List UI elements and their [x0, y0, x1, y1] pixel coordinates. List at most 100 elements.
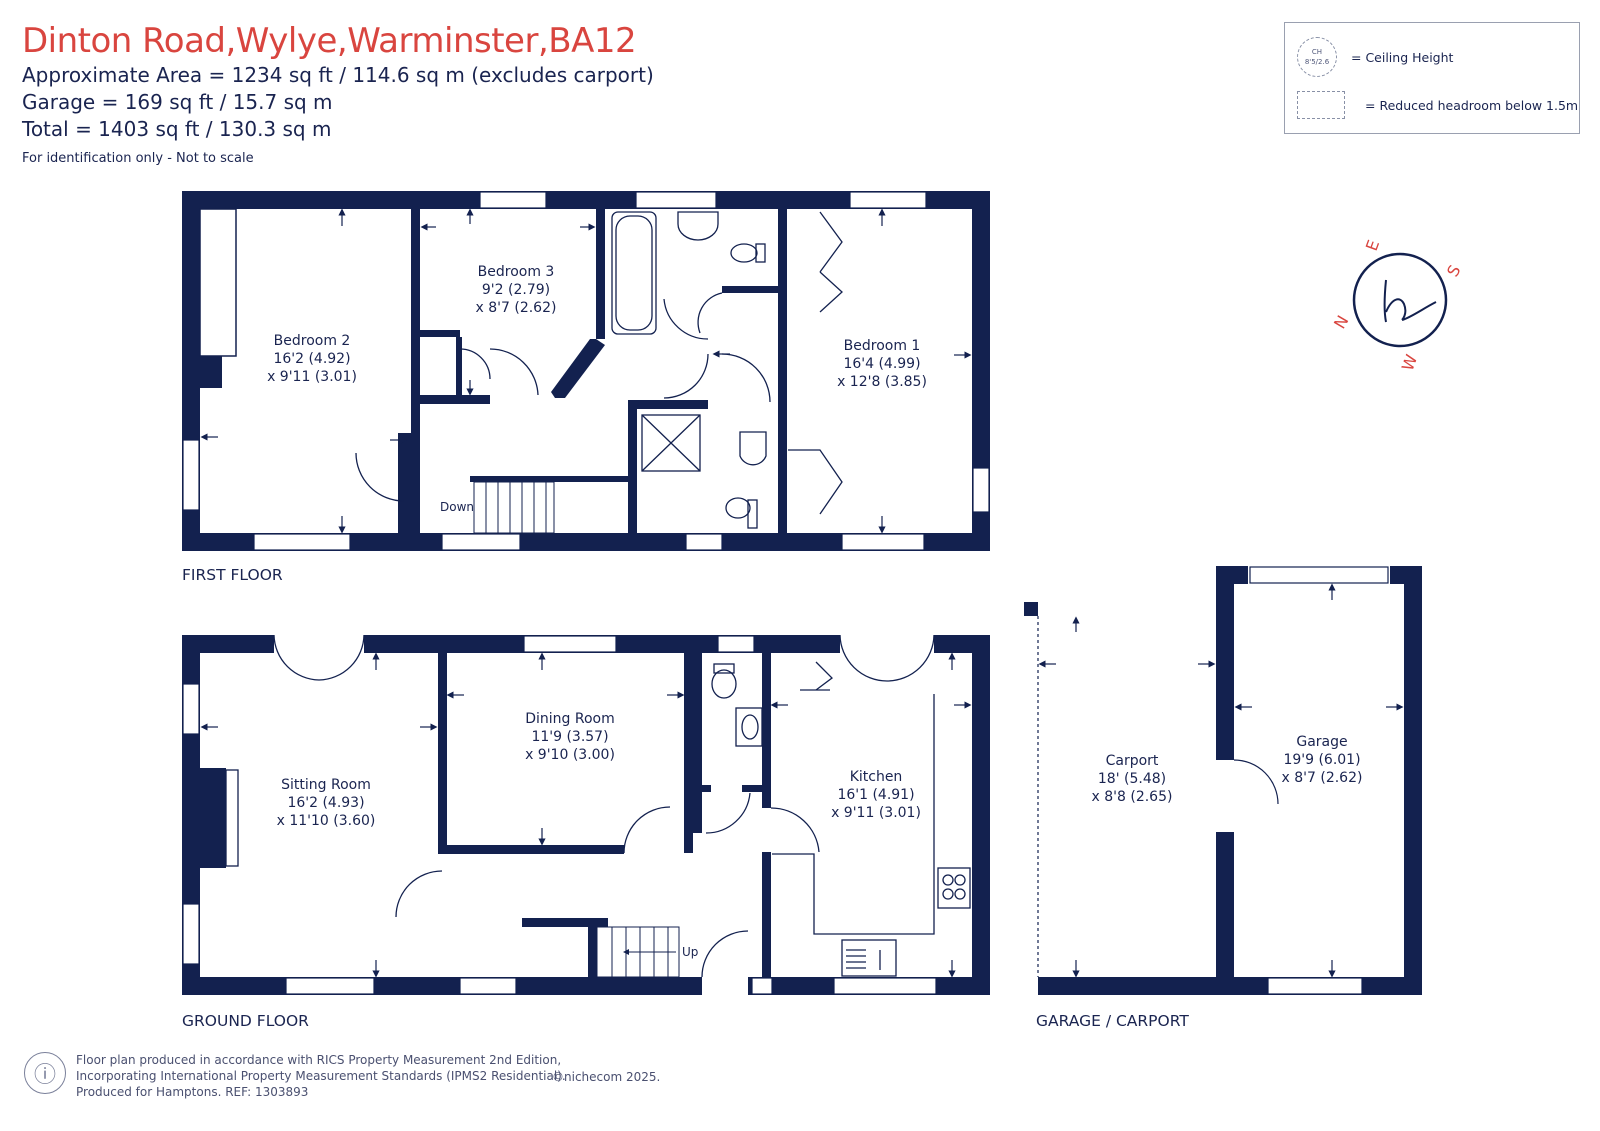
ff-wall-diag — [551, 339, 605, 398]
gf-fixtures — [225, 634, 971, 978]
sitting-name: Sitting Room — [281, 777, 371, 793]
footer-line-2: Incorporating International Property Mea… — [76, 1069, 566, 1083]
gf-windows — [182, 635, 937, 995]
compass-s: S — [1443, 262, 1465, 280]
gf-toilet-icon — [711, 669, 737, 699]
sitting-dim2: x 11'10 (3.60) — [277, 813, 376, 829]
ff-wall-bed3-bottom — [420, 395, 490, 404]
ff-wardrobe-block — [200, 356, 222, 388]
garage-area: Garage = 169 sq ft / 15.7 sq m — [22, 90, 333, 114]
gf-wall-kitchen-left — [762, 852, 771, 977]
ff-windows — [182, 191, 990, 551]
shower-icon — [641, 414, 701, 472]
ff-wall-bath-mid — [628, 400, 708, 409]
copyright: ©nichecom 2025. — [552, 1070, 661, 1084]
gf-wall-top-left — [182, 635, 274, 653]
ceiling-icon-text-2: 8'5/2.6 — [1304, 58, 1330, 66]
gf-wall-bottom-left — [182, 977, 702, 995]
carport-dim1: 18' (5.48) — [1098, 771, 1166, 787]
gf-dim-arrows — [200, 652, 972, 978]
ff-wall-bed3-right — [596, 209, 605, 339]
toilet-icon — [730, 243, 758, 263]
gf-wall-dining-wc — [684, 653, 693, 853]
garage-dim1: 19'9 (6.01) — [1283, 752, 1360, 768]
ff-stairs — [473, 481, 555, 534]
garage-wall-top-left — [1216, 566, 1248, 584]
bedroom3-dim1: 9'2 (2.79) — [482, 282, 550, 298]
gc-details — [1037, 566, 1389, 995]
bedroom1-dim1: 16'4 (4.99) — [843, 356, 920, 372]
approximate-area: Approximate Area = 1234 sq ft / 114.6 sq… — [22, 63, 654, 87]
legend-reduced-row: = Reduced headroom below 1.5m — [1297, 91, 1578, 119]
ff-wall-right — [972, 191, 990, 551]
carport-name: Carport — [1106, 753, 1159, 769]
legend-ceiling-row: CH 8'5/2.6 = Ceiling Height — [1297, 37, 1453, 77]
ff-wall-cup3b — [456, 337, 462, 395]
header: Dinton Road,Wylye,Warminster,BA12 Approx… — [22, 20, 654, 166]
ff-wall-top — [182, 191, 990, 209]
wardrobe2-door-icon — [788, 449, 843, 515]
ff-wall-cupboard — [722, 286, 778, 293]
ff-wall-shower-left — [628, 400, 637, 533]
kitchen-worktop — [772, 694, 935, 935]
footer-line-3: Produced for Hamptons. REF: 1303893 — [76, 1085, 309, 1099]
garage-wall-left-upper — [1216, 566, 1234, 760]
compass-n: N — [1330, 312, 1352, 332]
garage-dim2: x 8'7 (2.62) — [1282, 770, 1363, 786]
dining-dim1: 11'9 (3.57) — [531, 729, 608, 745]
dining-name: Dining Room — [525, 711, 615, 727]
disclaimer: For identification only - Not to scale — [22, 151, 254, 166]
total-area: Total = 1403 sq ft / 130.3 sq m — [22, 117, 332, 141]
garage-name: Garage — [1296, 734, 1347, 750]
gf-wall-dining-bottom — [438, 845, 624, 854]
bedroom1-name: Bedroom 1 — [844, 338, 921, 354]
room-labels: Bedroom 2 16'2 (4.92) x 9'11 (3.01) Bedr… — [267, 264, 1362, 829]
gf-wall-wc-left — [693, 653, 702, 833]
hearth — [225, 769, 239, 867]
legend: CH 8'5/2.6 = Ceiling Height = Reduced he… — [1284, 22, 1580, 134]
gf-wall-wc-right — [762, 653, 771, 808]
carport-dim2: x 8'8 (2.65) — [1092, 789, 1173, 805]
kitchen-dim1: 16'1 (4.91) — [837, 787, 914, 803]
carport-post — [1024, 602, 1038, 616]
french-door-kitchen — [839, 634, 935, 682]
bedroom2-dim1: 16'2 (4.92) — [273, 351, 350, 367]
footer: ⓘ Floor plan produced in accordance with… — [24, 1052, 566, 1100]
wardrobe-door-icon — [819, 211, 843, 273]
footer-line-1: Floor plan produced in accordance with R… — [76, 1053, 562, 1067]
reduced-headroom-icon — [1297, 91, 1345, 119]
ff-wall-bed1-left — [778, 209, 787, 533]
hob-icon — [937, 867, 971, 909]
basin2-icon — [739, 431, 767, 466]
gf-basin-icon — [735, 707, 763, 747]
ceiling-icon-text-1: CH — [1311, 48, 1323, 56]
reduced-headroom-label: = Reduced headroom below 1.5m — [1365, 97, 1579, 113]
garage-side-door — [1233, 759, 1279, 805]
stairs-down-label: Down — [440, 500, 474, 514]
bedroom3-dim2: x 8'7 (2.62) — [476, 300, 557, 316]
stairs-up-label: Up — [682, 945, 698, 959]
ff-wall-bottom — [182, 533, 990, 551]
bedroom2-name: Bedroom 2 — [274, 333, 351, 349]
bedroom3-name: Bedroom 3 — [478, 264, 555, 280]
garage-wall-left-lower — [1216, 832, 1234, 995]
ground-floor-label: GROUND FLOOR — [182, 1012, 309, 1030]
kitchen-dim2: x 9'11 (3.01) — [831, 805, 921, 821]
compass-e: E — [1362, 237, 1383, 253]
ff-dim-arrows — [200, 208, 972, 534]
bedroom2-dim2: x 9'11 (3.01) — [267, 369, 357, 385]
property-title: Dinton Road,Wylye,Warminster,BA12 — [22, 21, 637, 61]
ceiling-height-icon: CH 8'5/2.6 — [1297, 37, 1337, 77]
french-door-sitting — [273, 634, 365, 681]
gf-stair-left — [588, 918, 597, 977]
first-floor-label: FIRST FLOOR — [182, 566, 283, 584]
compass-icon: N E S W — [1330, 237, 1465, 373]
ceiling-height-label: = Ceiling Height — [1351, 49, 1454, 65]
toilet2-icon — [725, 497, 751, 519]
bath-icon — [611, 211, 657, 335]
basin-icon — [677, 211, 719, 241]
dining-dim2: x 9'10 (3.00) — [525, 747, 615, 763]
gc-dim-arrows — [1038, 583, 1404, 978]
bedroom1-dim2: x 12'8 (3.85) — [837, 374, 927, 390]
